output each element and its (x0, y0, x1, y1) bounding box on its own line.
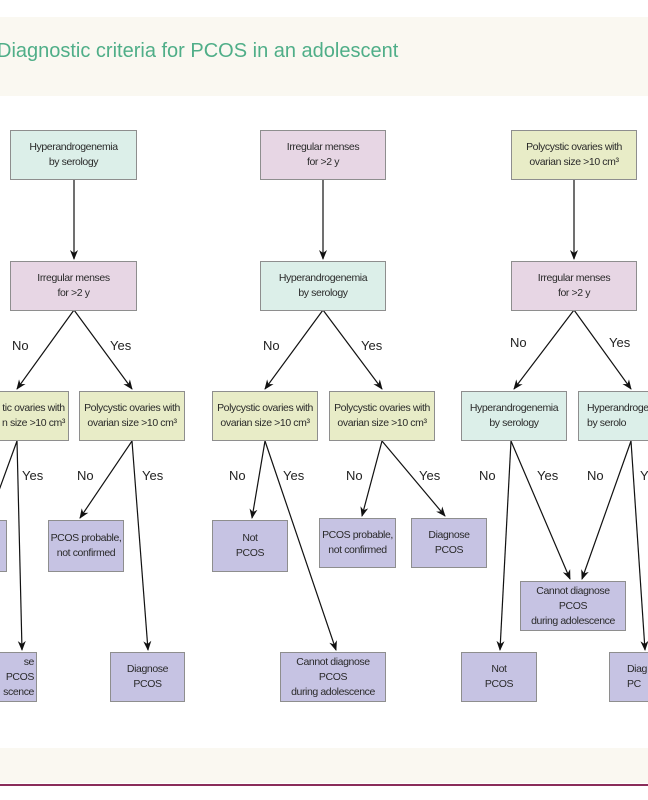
edge-label-yes: Yes (283, 468, 305, 483)
edge-label-no: No (346, 468, 363, 483)
edge-label-no: No (479, 468, 496, 483)
node-pcos-probable: PCOS probable, not confirmed (319, 518, 396, 568)
edge-label-yes: Yes (22, 468, 44, 483)
node-hyperandrogenemia: Hyperandrogenemia by serology (461, 391, 567, 441)
arrow (0, 440, 18, 490)
node-not-pcos: Not PCOS (461, 652, 537, 702)
footer-rule (0, 784, 648, 786)
arrow (630, 440, 648, 651)
node-cannot-diagnose: Cannot diagnose PCOS during adolescence (520, 581, 626, 631)
node-cannot-diagnose: Cannot diagnose PCOS during adolescence (280, 652, 386, 702)
arrow (496, 440, 512, 651)
arrow (322, 309, 383, 390)
node-hyperandrogenemia: Hyperandrogenemia by serology (10, 130, 137, 180)
node-irregular-menses: Irregular menses for >2 y (260, 130, 386, 180)
edge-label-no: No (229, 468, 246, 483)
edge-label-yes: Yes (419, 468, 441, 483)
node-polycystic-ovaries: tic ovaries with n size >10 cm³ (0, 391, 69, 441)
node-hyperandrogenemia: Hyperandroge by serolo (578, 391, 648, 441)
edge-label-yes: Yes (609, 335, 631, 350)
arrow (264, 309, 324, 390)
edge-label-no: No (12, 338, 29, 353)
edge-label-no: No (77, 468, 94, 483)
arrow (16, 309, 75, 390)
edge-label-yes: Yes (537, 468, 559, 483)
node-cannot-diagnose: se PCOS scence (0, 652, 37, 702)
node-pcos-probable-partial (0, 520, 7, 572)
node-diagnose-pcos: Diagnose PCOS (110, 652, 185, 702)
node-hyperandrogenemia: Hyperandrogenemia by serology (260, 261, 386, 311)
diagram-title: Diagnostic criteria for PCOS in an adole… (0, 40, 399, 62)
arrow (573, 309, 632, 390)
edge-label-yes: Yes (110, 338, 132, 353)
title-band (0, 17, 648, 96)
arrow (581, 440, 632, 580)
edge-label-no: No (263, 338, 280, 353)
node-diagnose-pcos: Diag PC (609, 652, 648, 702)
node-irregular-menses: Irregular menses for >2 y (511, 261, 637, 311)
arrow (73, 309, 133, 390)
node-polycystic-ovaries: Polycystic ovaries with ovarian size >10… (212, 391, 318, 441)
edge-label-yes: Yes (361, 338, 383, 353)
node-polycystic-ovaries: Polycystic ovaries with ovarian size >10… (511, 130, 637, 180)
edge-label-yes: Y (640, 468, 648, 483)
arrow (510, 440, 571, 580)
arrow (381, 440, 446, 517)
arrow (249, 440, 266, 519)
arrow (131, 440, 152, 651)
node-diagnose-pcos: Diagnose PCOS (411, 518, 487, 568)
arrow (79, 440, 133, 519)
arrow (360, 440, 383, 517)
node-polycystic-ovaries: Polycystic ovaries with ovarian size >10… (79, 391, 185, 441)
node-polycystic-ovaries: Polycystic ovaries with ovarian size >10… (329, 391, 435, 441)
edge-label-no: No (587, 468, 604, 483)
arrow (513, 309, 575, 390)
arrow (16, 440, 26, 651)
node-not-pcos: Not PCOS (212, 520, 288, 572)
edge-label-no: No (510, 335, 527, 350)
node-irregular-menses: Irregular menses for >2 y (10, 261, 137, 311)
arrow (264, 440, 337, 651)
node-pcos-probable: PCOS probable, not confirmed (48, 520, 124, 572)
footer-band (0, 748, 648, 783)
edge-label-yes: Yes (142, 468, 164, 483)
